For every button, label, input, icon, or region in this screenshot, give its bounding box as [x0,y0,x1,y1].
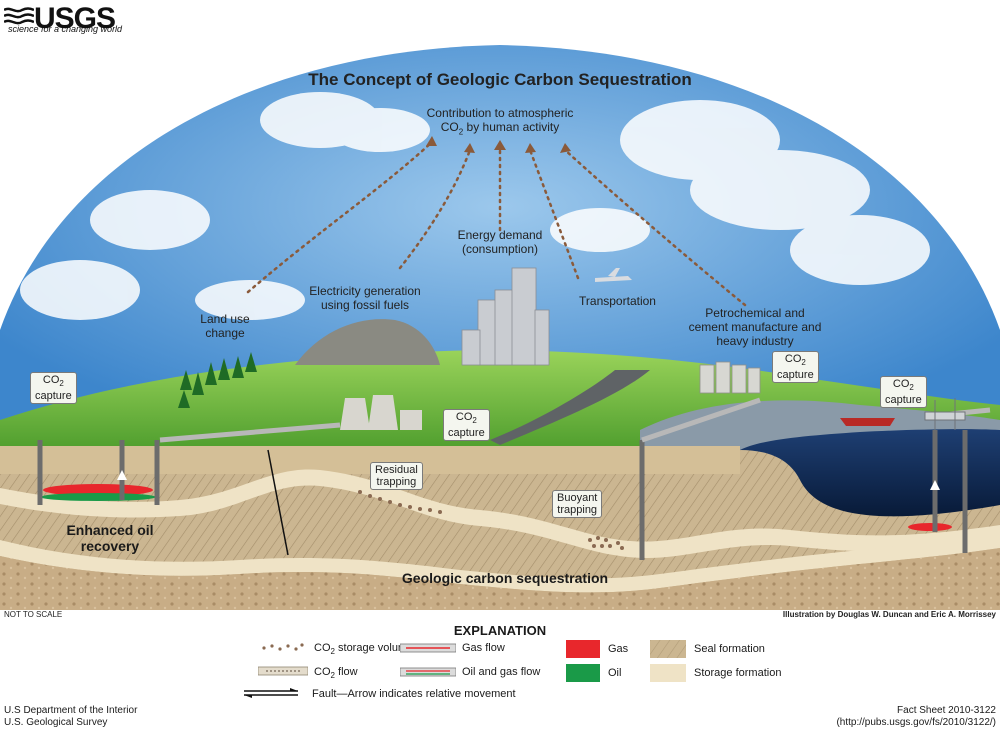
gas-flow-icon [400,643,456,653]
co2-flow-icon [258,666,308,676]
fault-label: Fault—Arrow indicates relative movement [312,688,516,700]
oil-swatch [566,664,600,682]
contribution-line2: CO2 by human activity [440,120,560,137]
co2-text: CO2 [892,378,914,393]
industry [699,361,761,394]
eor-line1: Enhanced oil [66,522,154,538]
buoyant-trapping-box: Buoyant trapping [552,490,603,518]
buoyant-line1: Buoyant [557,492,598,504]
sequestration-scene [0,45,1000,610]
co2-flow-label: CO2 flow [314,666,358,681]
gas-flow-label: Gas flow [462,642,505,654]
fault-arrow-icon [244,688,298,698]
capture-text: capture [885,394,922,407]
storage-formation-swatch [650,664,686,682]
not-to-scale: NOT TO SCALE [4,610,63,619]
gas-pocket-right [908,523,952,531]
energy-line1: Energy demand [457,228,543,242]
petro-line3: heavy industry [716,334,794,348]
co2-text: CO2 [455,411,477,426]
gas-swatch [566,640,600,658]
storage-band-upper [0,469,1000,558]
page-title: The Concept of Geologic Carbon Sequestra… [308,70,692,89]
seal-formation-label: Seal formation [694,643,765,655]
land-use-line1: Land use [200,312,250,326]
electricity-line1: Electricity generation [309,284,421,298]
co2-flow-arrows [117,470,940,490]
mountain [295,319,440,365]
land-use-line2: change [205,326,245,340]
storage-volume-label: CO2 storage volume [314,642,414,657]
footer-agency: U.S Department of the Interior U.S. Geol… [4,705,137,729]
oil-label: Oil [608,667,622,679]
petro-line1: Petrochemical and [705,306,805,320]
land-use-label: Land use change [190,312,260,340]
oil-gas-flow-label: Oil and gas flow [462,666,541,678]
eor-line2: recovery [80,538,140,554]
deep-rock [0,548,1000,610]
residual-line2: trapping [376,476,417,488]
geologic-sequestration-label: Geologic carbon sequestration [401,570,609,586]
oil-gas-flow-icon [400,667,456,677]
co2-storage-dots [358,490,624,550]
contribution-arrowheads [426,136,571,153]
explanation-title: EXPLANATION [453,623,547,638]
co2-capture-box-industry: CO2 capture [772,351,819,384]
buoyant-line2: trapping [557,504,598,516]
offshore-platform [924,398,966,430]
co2-text: CO2 [784,353,806,368]
gas-label: Gas [608,643,629,655]
residual-trapping-box: Residual trapping [370,462,423,490]
co2-capture-box-left: CO2 capture [30,372,77,405]
contribution-line1: Contribution to atmospheric [426,106,574,120]
contribution-arrows [246,140,747,307]
logo-wordmark: USGS [34,2,116,35]
capture-text: capture [35,390,72,403]
co2-text: CO2 [42,374,64,389]
gas-pocket-left [43,484,153,496]
wells [37,430,968,560]
electricity-label: Electricity generation using fossil fuel… [300,284,430,312]
co2-capture-box-offshore: CO2 capture [880,376,927,409]
capture-text: capture [448,427,485,440]
footer-survey: U.S. Geological Survey [4,717,108,728]
seal-formation-swatch [650,640,686,658]
usgs-logo-icon [4,7,34,25]
storage-formation-label: Storage formation [694,667,782,679]
highway [490,370,650,445]
illustration-credit: Illustration by Douglas W. Duncan and Er… [782,610,996,619]
clouds [20,92,930,320]
residual-line1: Residual [375,464,418,476]
storage-band-lower [0,535,1000,593]
enhanced-oil-recovery-label: Enhanced oil recovery [40,522,180,554]
electricity-line2: using fossil fuels [320,298,410,312]
petrochemical-label: Petrochemical and cement manufacture and… [680,306,830,348]
footer-factsheet-number: Fact Sheet 2010-3122 [897,705,996,716]
energy-line2: (consumption) [461,242,539,256]
airplane [595,268,632,282]
fault-line [267,449,289,556]
petro-line2: cement manufacture and [688,320,822,334]
power-plant [340,395,422,430]
co2-capture-box-center: CO2 capture [443,409,490,442]
trees [178,352,257,408]
energy-demand-label: Energy demand (consumption) [440,228,560,256]
logo-tagline: science for a changing world [8,24,123,34]
transportation-label: Transportation [579,294,656,308]
city [461,267,550,366]
capture-text: capture [777,369,814,382]
footer-department: U.S Department of the Interior [4,705,138,716]
oil-pocket-left [40,493,156,501]
footer-factsheet-url[interactable]: (http://pubs.usgs.gov/fs/2010/3122/) [836,717,996,728]
ship [840,418,895,426]
storage-volume-icon [262,643,304,651]
contribution-label: Contribution to atmospheric CO2 by human… [410,106,590,139]
footer-factsheet: Fact Sheet 2010-3122 (http://pubs.usgs.g… [836,705,996,729]
